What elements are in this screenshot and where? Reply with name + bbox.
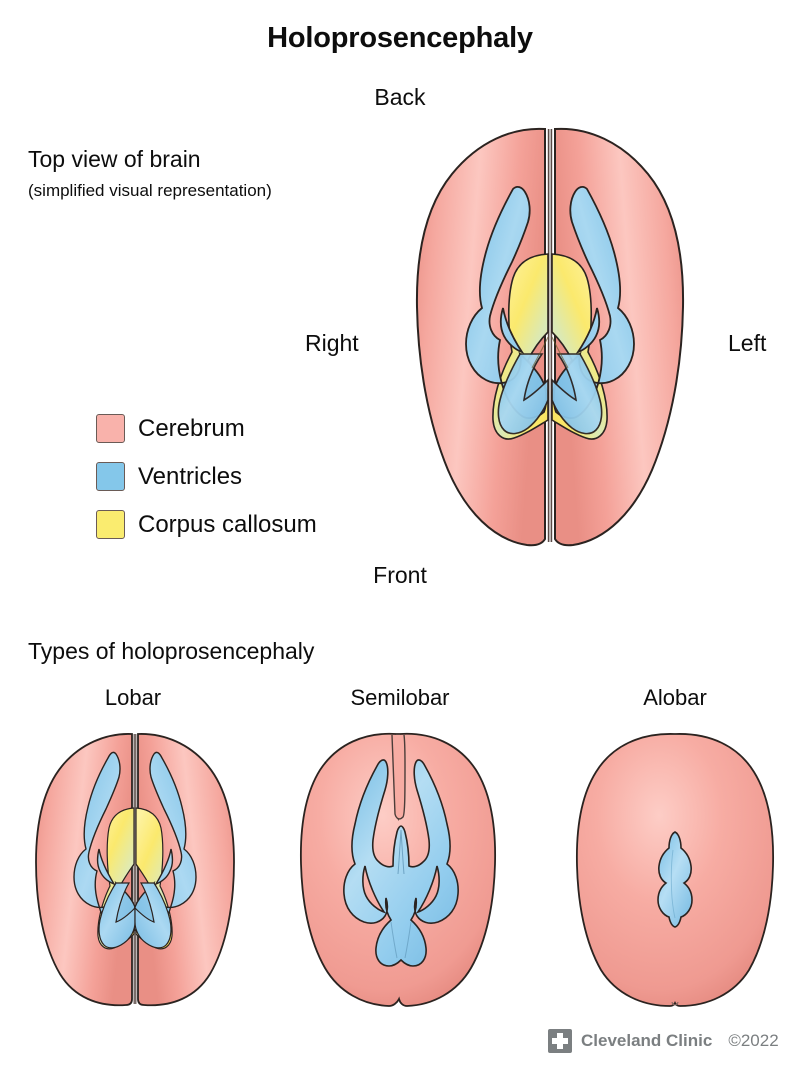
- legend-label-cerebrum: Cerebrum: [138, 414, 245, 442]
- orientation-label-back: Back: [374, 84, 426, 110]
- interhemispheric-fissure: [547, 129, 553, 542]
- orientation-label-front: Front: [373, 562, 427, 588]
- alobar-brain-illustration: [570, 722, 780, 1014]
- legend-item-cerebrum: Cerebrum: [96, 410, 317, 447]
- ventricle-inferior-horn-right: [497, 353, 549, 435]
- legend-swatch-cerebrum: [96, 414, 125, 443]
- top-view-subheading: (simplified visual representation): [28, 181, 272, 200]
- orientation-label-left: Left: [728, 330, 767, 356]
- alobar-inferior-notch: [671, 1001, 679, 1006]
- legend-label-corpus-callosum: Corpus callosum: [138, 510, 317, 538]
- alobar-monoventricle: [657, 831, 693, 928]
- ventricle-inferior-horn-left: [551, 353, 603, 435]
- legend: Cerebrum Ventricles Corpus callosum: [96, 410, 317, 554]
- lobar-fissure: [133, 734, 137, 1004]
- type-label-semilobar: Semilobar: [350, 685, 450, 710]
- semilobar-brain-illustration: [293, 722, 511, 1014]
- orientation-label-right: Right: [305, 330, 359, 356]
- lobar-ventricle-inferior-horns: [98, 882, 172, 949]
- lobar-brain-illustration: [22, 722, 248, 1014]
- semilobar-ventricle-midline-detail: [390, 829, 412, 959]
- legend-item-corpus-callosum: Corpus callosum: [96, 506, 317, 543]
- top-view-brain-illustration: [400, 112, 700, 564]
- type-label-alobar: Alobar: [643, 685, 707, 710]
- semilobar-notch: [391, 734, 406, 820]
- footer-brand-name: Cleveland Clinic: [581, 1031, 713, 1050]
- legend-swatch-corpus-callosum: [96, 510, 125, 539]
- footer: Cleveland Clinic ©2022: [548, 1029, 779, 1053]
- corpus-callosum-midline-detail: [531, 336, 569, 369]
- cleveland-clinic-logo-icon: [548, 1029, 572, 1053]
- types-heading: Types of holoprosencephaly: [28, 638, 315, 664]
- footer-copyright: ©2022: [728, 1031, 779, 1050]
- page-title: Holoprosencephaly: [267, 22, 533, 54]
- legend-label-ventricles: Ventricles: [138, 462, 243, 490]
- legend-item-ventricles: Ventricles: [96, 458, 317, 495]
- semilobar-monoventricle: [343, 759, 459, 967]
- legend-swatch-ventricles: [96, 462, 125, 491]
- top-view-heading: Top view of brain: [28, 146, 201, 172]
- type-label-lobar: Lobar: [104, 685, 162, 710]
